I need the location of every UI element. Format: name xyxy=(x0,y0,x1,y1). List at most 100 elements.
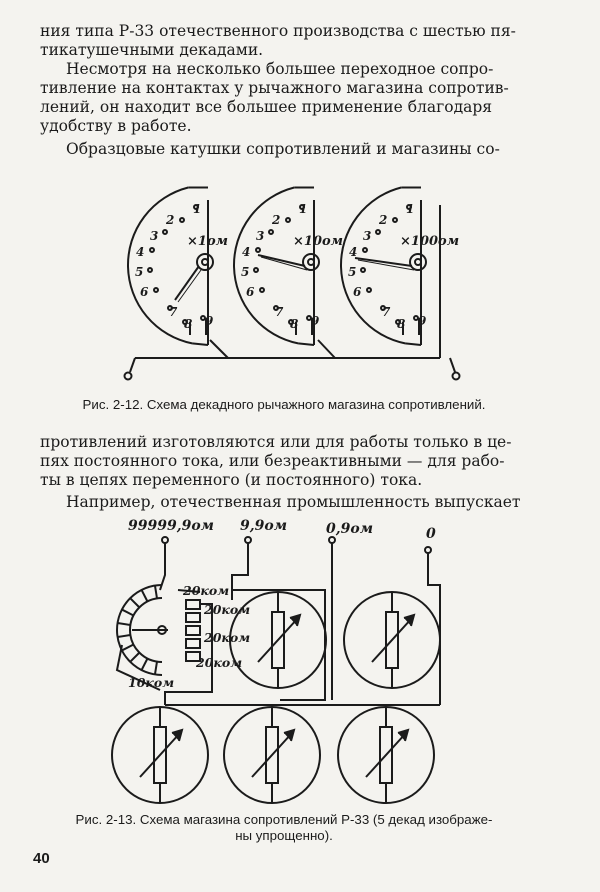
dial-pointer xyxy=(260,256,308,271)
contact-point xyxy=(366,287,372,293)
caption-line: ны упрощенно). xyxy=(235,828,333,843)
contact-number: 5 xyxy=(135,265,143,279)
contact-number: 4 xyxy=(349,245,357,259)
dial-knob xyxy=(196,253,214,271)
contact-point xyxy=(162,229,168,235)
terminal-label-0-9: 0,9ом xyxy=(326,521,373,537)
dial-arc xyxy=(340,186,406,345)
coil-resistor xyxy=(185,638,201,649)
switch-contact xyxy=(140,589,149,602)
text-line: Несмотря на несколько большее переходное… xyxy=(66,60,494,78)
contact-point xyxy=(149,247,155,253)
contact-number: 2 xyxy=(378,213,387,227)
paragraph-top: ния типа Р-33 отечественного производств… xyxy=(40,22,528,159)
wire xyxy=(449,357,456,373)
variable-arrow xyxy=(257,617,299,663)
coil-label: 20ком xyxy=(182,583,229,598)
contact-number: 4 xyxy=(136,245,144,259)
contact-number: 8 xyxy=(397,317,406,331)
contact-point xyxy=(147,267,153,273)
wire xyxy=(200,603,213,660)
wire xyxy=(209,339,229,359)
contact-number: 2 xyxy=(271,213,280,227)
terminal-label-0: 0 xyxy=(426,526,436,542)
terminal-icon xyxy=(244,536,252,544)
dial-pointer xyxy=(257,254,306,267)
page-number: 40 xyxy=(33,850,50,867)
figure-2-13-caption: Рис. 2-13. Схема магазина сопротивлений … xyxy=(40,812,528,844)
resistor-decade-3 xyxy=(111,706,209,804)
contact-number: 5 xyxy=(241,265,249,279)
variable-arrow xyxy=(365,732,407,778)
contact-number: 9 xyxy=(311,314,320,328)
text-line: противлений изготовляются или для работы… xyxy=(40,433,512,451)
terminal-label-99999: 99999,9ом xyxy=(128,518,214,534)
resistor-decade-4 xyxy=(223,706,321,804)
dial-pointer xyxy=(354,257,413,267)
wire xyxy=(129,357,136,373)
contact-number: 3 xyxy=(150,229,158,243)
contact-number: 8 xyxy=(184,317,193,331)
contact-number: 1 xyxy=(406,202,414,216)
variable-arrow xyxy=(251,732,293,778)
contact-number: 9 xyxy=(205,314,214,328)
switch-arc xyxy=(129,597,163,663)
contact-point xyxy=(285,217,291,223)
wire xyxy=(231,543,249,600)
resistor-decade-5 xyxy=(337,706,435,804)
contact-point xyxy=(268,229,274,235)
contact-number: 4 xyxy=(242,245,250,259)
text-line: удобству в работе. xyxy=(40,117,192,135)
dial-pointer xyxy=(177,269,202,303)
dial-knob xyxy=(409,253,427,271)
contact-number: 2 xyxy=(165,213,174,227)
wire xyxy=(159,543,166,591)
contact-point xyxy=(167,305,173,311)
terminal-icon xyxy=(328,536,336,544)
switch-contact xyxy=(153,585,158,599)
dial-multiplier-label: ×10ом xyxy=(293,234,343,249)
contact-point xyxy=(375,229,381,235)
switch-contact xyxy=(140,658,149,671)
terminal-icon xyxy=(123,371,133,381)
figure-2-13-resistance-box: 99999,9ом 9,9ом 0,9ом 0 20ком 20ком 20ко… xyxy=(111,518,441,804)
dial-multiplier-label: ×1ом xyxy=(187,234,228,249)
coil-label: 20ком xyxy=(195,655,242,670)
arrow-head-icon xyxy=(171,728,184,742)
resistor-decade-1 xyxy=(229,591,327,689)
contact-number: 1 xyxy=(193,202,201,216)
contact-point xyxy=(362,247,368,253)
text-line: лений, он находит все большее применение… xyxy=(40,98,493,116)
contact-point xyxy=(273,305,279,311)
text-line: тикатушечными декадами. xyxy=(40,41,264,59)
switch-contact xyxy=(117,634,131,639)
arrow-head-icon xyxy=(403,613,416,627)
dial-edge xyxy=(405,342,422,346)
contact-point xyxy=(193,204,199,210)
contact-point xyxy=(288,319,294,325)
contact-number: 9 xyxy=(418,314,427,328)
arrow-head-icon xyxy=(289,613,302,627)
dial-multiplier-label: ×100ом xyxy=(400,234,459,249)
arrow-head-icon xyxy=(397,728,410,742)
text-line: Например, отечественная промышленность в… xyxy=(66,493,521,511)
dial-knob xyxy=(302,253,320,271)
contact-point xyxy=(182,319,188,325)
dial-pointer xyxy=(357,259,415,271)
text-line: ты в цепях переменного (и постоянного) т… xyxy=(40,471,423,489)
dial-knob-center xyxy=(414,258,422,266)
switch-contact xyxy=(129,651,141,663)
coil-resistor xyxy=(185,625,201,636)
contact-point xyxy=(179,217,185,223)
contact-point xyxy=(153,287,159,293)
switch-contact xyxy=(117,621,131,626)
contact-number: 3 xyxy=(256,229,264,243)
wire xyxy=(115,644,161,691)
resistor-decade-2 xyxy=(343,591,441,689)
coil-resistor xyxy=(185,651,201,662)
switch-sector xyxy=(115,584,213,691)
coil-label: 20ком xyxy=(203,630,250,645)
switch-arc xyxy=(116,584,163,676)
switch-contact xyxy=(153,661,158,675)
